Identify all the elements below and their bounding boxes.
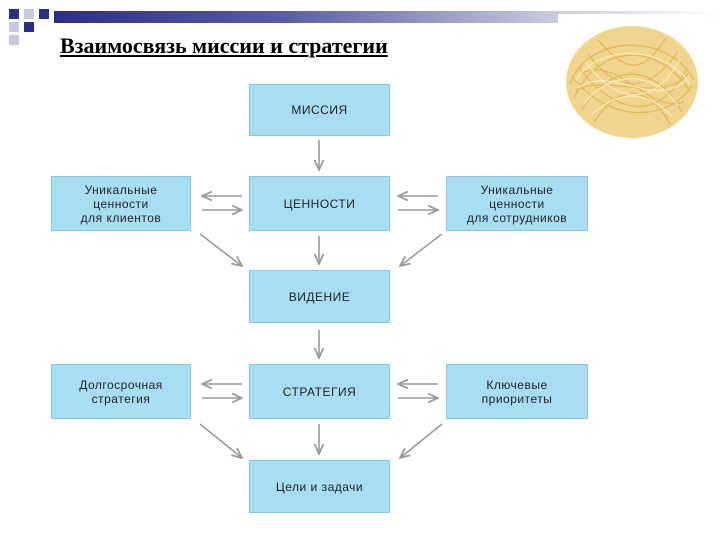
decor-square — [9, 22, 19, 32]
box-mission: МИССИЯ — [249, 84, 390, 136]
arrow-long-term-to-goals — [199, 423, 242, 458]
title-decoration-bar — [54, 11, 720, 23]
decor-square — [9, 35, 19, 45]
slide-title: Взаимосвязь миссии и стратегии — [60, 33, 388, 58]
decor-square — [39, 9, 49, 19]
decor-square — [24, 9, 34, 19]
box-employee-values: Уникальные ценности для сотрудников — [446, 176, 588, 231]
box-long-term-strategy: Долгосрочная стратегия — [51, 364, 191, 419]
noodles-image — [558, 14, 706, 150]
box-vision: ВИДЕНИЕ — [249, 270, 390, 323]
box-key-priorities: Ключевые приоритеты — [446, 364, 588, 419]
arrow-client-values-to-vision — [199, 233, 242, 266]
box-values: ЦЕННОСТИ — [249, 176, 390, 231]
decor-square — [24, 22, 34, 32]
arrow-employee-values-to-vision — [400, 233, 443, 266]
arrow-priorities-to-goals — [400, 423, 443, 458]
box-strategy: СТРАТЕГИЯ — [249, 364, 390, 419]
box-client-values: Уникальные ценности для клиентов — [51, 176, 191, 231]
box-goals: Цели и задачи — [249, 460, 390, 513]
decor-square — [9, 9, 19, 19]
